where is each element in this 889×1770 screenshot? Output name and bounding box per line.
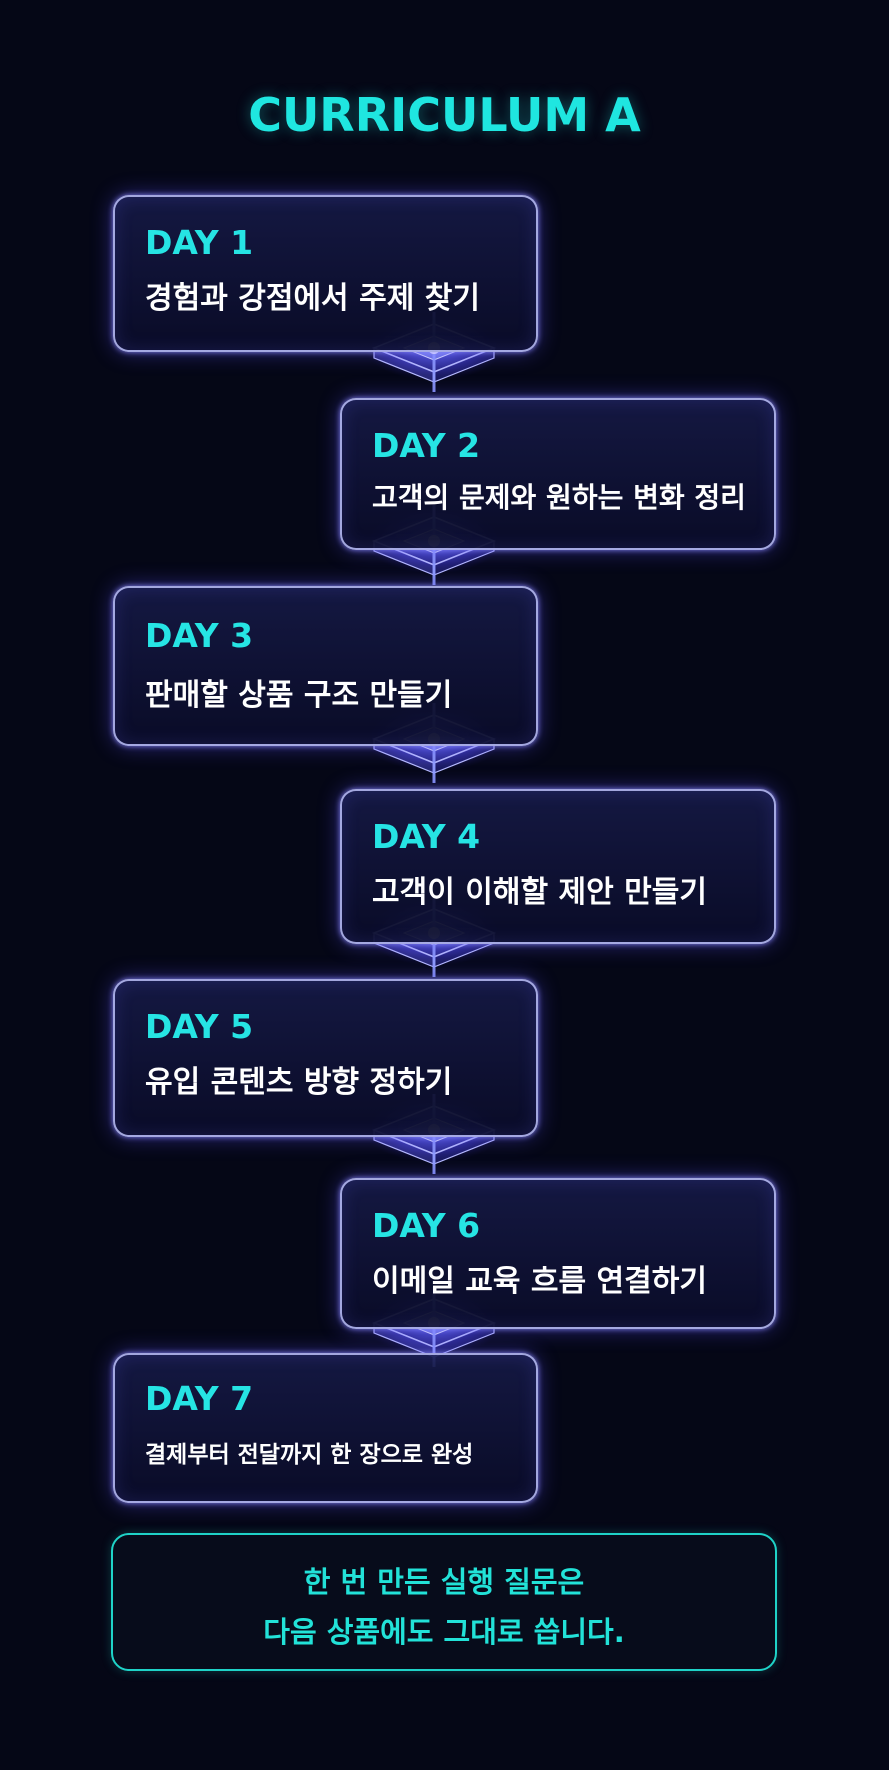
day-card-5: DAY 5 유입 콘텐츠 방향 정하기 <box>113 979 538 1137</box>
day-description: 고객의 문제와 원하는 변화 정리 <box>372 481 746 514</box>
footer-message-box: 한 번 만든 실행 질문은 다음 상품에도 그대로 씁니다. <box>111 1533 777 1671</box>
day-card-4: DAY 4 고객이 이해할 제안 만들기 <box>340 789 776 944</box>
day-card-2: DAY 2 고객의 문제와 원하는 변화 정리 <box>340 398 776 550</box>
day-card-1: DAY 1 경험과 강점에서 주제 찾기 <box>113 195 538 352</box>
day-label: DAY 6 <box>372 1206 481 1245</box>
day-description: 이메일 교육 흐름 연결하기 <box>372 1264 707 1299</box>
page-title: CURRICULUM A <box>248 88 641 142</box>
footer-line-1: 한 번 만든 실행 질문은 <box>303 1565 585 1599</box>
day-description: 고객이 이해할 제안 만들기 <box>372 875 707 910</box>
day-card-3: DAY 3 판매할 상품 구조 만들기 <box>113 586 538 746</box>
day-label: DAY 1 <box>145 223 254 262</box>
day-description: 결제부터 전달까지 한 장으로 완성 <box>145 1442 474 1468</box>
day-description: 유입 콘텐츠 방향 정하기 <box>145 1065 453 1100</box>
day-card-7: DAY 7 결제부터 전달까지 한 장으로 완성 <box>113 1353 538 1503</box>
day-description: 경험과 강점에서 주제 찾기 <box>145 281 480 316</box>
day-label: DAY 7 <box>145 1379 254 1418</box>
day-label: DAY 2 <box>372 426 481 465</box>
day-label: DAY 4 <box>372 817 481 856</box>
day-description: 판매할 상품 구조 만들기 <box>145 678 453 713</box>
day-label: DAY 3 <box>145 616 254 655</box>
day-label: DAY 5 <box>145 1007 254 1046</box>
footer-line-2: 다음 상품에도 그대로 씁니다. <box>263 1615 625 1649</box>
day-card-6: DAY 6 이메일 교육 흐름 연결하기 <box>340 1178 776 1329</box>
